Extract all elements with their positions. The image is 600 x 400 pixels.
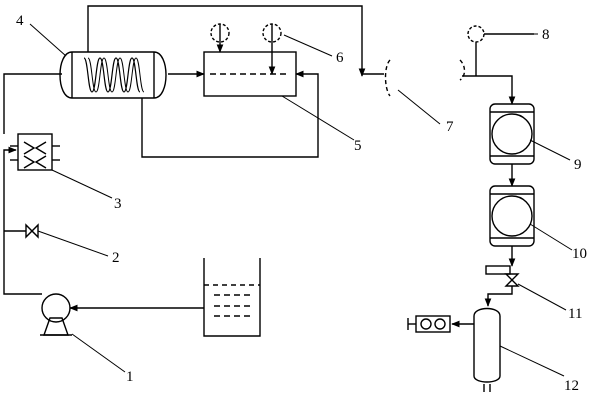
leader-lines bbox=[29, 23, 573, 377]
pipe-return-loop bbox=[141, 70, 319, 158]
label-12: 12 bbox=[564, 378, 579, 394]
pump-icon bbox=[40, 293, 72, 336]
gauge-icon bbox=[467, 25, 534, 76]
pipe-pump-to-exchanger bbox=[3, 146, 42, 295]
label-11: 11 bbox=[568, 306, 582, 322]
label-4: 4 bbox=[16, 13, 24, 29]
gauge-icon bbox=[210, 23, 230, 53]
pipe-top-loop bbox=[87, 5, 366, 77]
label-2: 2 bbox=[112, 250, 120, 266]
component-labels: 1 2 3 4 5 6 7 8 9 10 11 12 bbox=[16, 13, 587, 394]
pipe-valve-to-collector bbox=[484, 286, 513, 307]
separator-vessel-icon bbox=[489, 185, 535, 247]
label-7: 7 bbox=[446, 119, 454, 135]
heat-exchanger-icon bbox=[10, 133, 60, 171]
outlet-filter-icon bbox=[407, 315, 451, 333]
gauge-icon bbox=[262, 23, 282, 75]
separator-vessel-icon bbox=[489, 103, 535, 165]
nozzle-icon bbox=[362, 59, 466, 97]
label-3: 3 bbox=[114, 196, 122, 212]
valve-icon bbox=[485, 265, 520, 287]
coil-heater-vessel-icon bbox=[59, 51, 167, 99]
reactor-box-icon bbox=[203, 51, 297, 97]
label-9: 9 bbox=[574, 157, 582, 173]
pipe-exchanger-to-heater bbox=[3, 73, 62, 134]
collector-tank-icon bbox=[473, 307, 501, 392]
valve-icon bbox=[4, 223, 39, 239]
label-1: 1 bbox=[126, 369, 134, 385]
feed-tank-icon bbox=[203, 258, 261, 337]
pipe-to-separator bbox=[462, 75, 516, 105]
label-6: 6 bbox=[336, 50, 344, 66]
label-10: 10 bbox=[572, 246, 587, 262]
label-8: 8 bbox=[542, 27, 550, 43]
label-5: 5 bbox=[354, 138, 362, 154]
